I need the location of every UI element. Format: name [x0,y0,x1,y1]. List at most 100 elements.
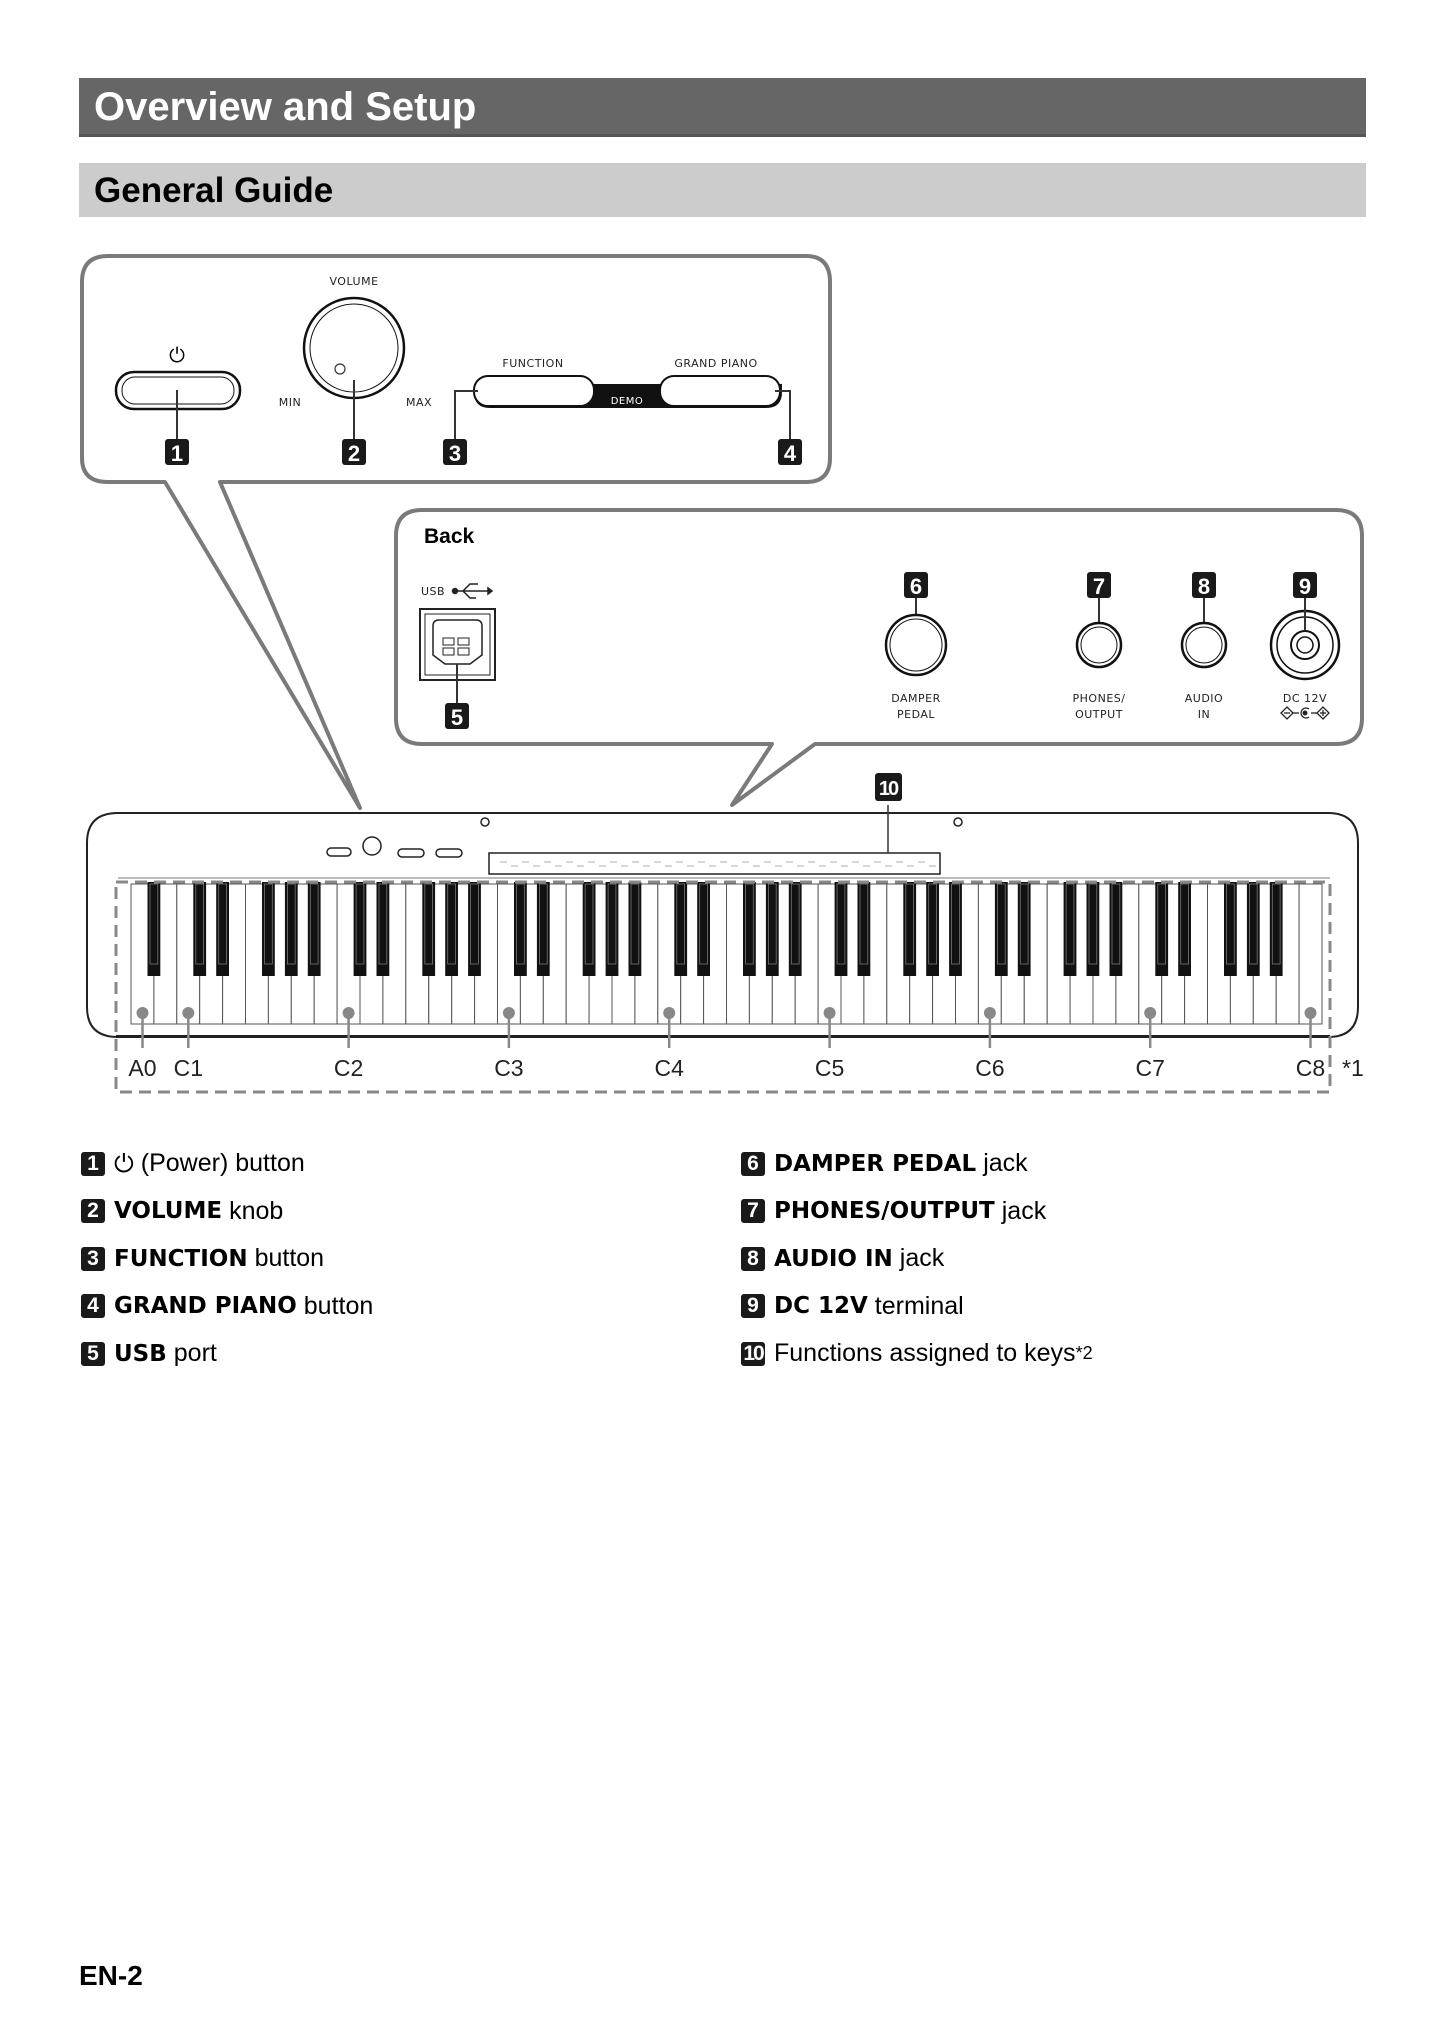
key-label: C3 [494,1055,523,1081]
callout-badge-9: 9 [1293,572,1317,599]
usb-port-illustration: USB 5 [419,583,496,730]
parts-list-item: 7 PHONES/OUTPUT jack [741,1188,1093,1236]
black-key [582,882,596,976]
svg-text:8: 8 [1198,574,1210,599]
black-key [628,882,642,976]
black-key [514,882,527,976]
parts-list-item: 5 USB port [81,1330,373,1378]
parts-list-item: 1 ⏻ (Power) button [81,1140,373,1188]
key-label: C1 [174,1055,203,1081]
parts-list-item: 3 FUNCTION button [81,1235,373,1283]
black-key [1086,882,1100,976]
audio-in-jack-illustration: 8 AUDIO IN [1180,572,1228,721]
svg-text:DAMPER: DAMPER [891,692,941,705]
black-key [605,882,619,976]
black-key [445,882,458,976]
parts-list-item: 4 GRAND PIANO button [81,1283,373,1331]
black-key [994,882,1008,976]
svg-text:7: 7 [1093,574,1105,599]
callout-badge-8: 8 [1192,572,1216,599]
black-key [1063,882,1077,976]
svg-text:3: 3 [449,441,461,466]
black-key [376,882,390,976]
polarity-icon [1280,706,1330,720]
key-label: C2 [334,1055,363,1081]
callout-badge-5: 5 [445,703,469,730]
black-key [1224,882,1237,976]
section-title: Overview and Setup [94,85,477,129]
page-number: EN-2 [79,1960,143,1991]
piano-diagram: ⏻ VOLUME MIN MAX FUNCTION GRAND PIANO DE… [80,254,1364,1094]
parts-list-item: 8 AUDIO IN jack [741,1235,1093,1283]
function-label: FUNCTION [502,357,563,370]
svg-text:DC 12V: DC 12V [1283,692,1327,705]
parts-list-item: 10 Functions assigned to keys *2 [741,1330,1093,1378]
svg-text:AUDIO: AUDIO [1185,692,1223,705]
black-key [1246,882,1260,976]
callout-badge-3: 3 [443,439,467,466]
black-key [1178,882,1191,976]
black-key [765,882,779,976]
parts-list-left: 1 ⏻ (Power) button 2 VOLUME knob 3 FUNCT… [81,1140,373,1378]
subsection-title: General Guide [94,171,334,210]
mini-control-panel [326,836,463,858]
subsection-header-bar: General Guide [79,163,1366,217]
callout-badge-2: 2 [342,439,366,466]
power-button-illustration: ⏻ [114,343,242,440]
piano-keys [130,882,1323,1025]
key-label: C7 [1135,1055,1164,1081]
svg-text:5: 5 [451,705,463,730]
svg-text:1: 1 [171,441,183,466]
min-label: MIN [279,396,301,409]
black-key [422,882,436,976]
svg-text:10: 10 [879,778,899,800]
black-key [284,882,298,976]
svg-text:2: 2 [348,441,360,466]
demo-label: DEMO [611,396,644,407]
black-key [1109,882,1123,976]
grand-piano-label: GRAND PIANO [674,357,757,370]
key-label: A0 [128,1055,156,1081]
power-icon: ⏻ [169,343,185,367]
black-key [307,882,321,976]
black-key [262,882,275,976]
usb-label: USB [421,585,445,598]
black-key [834,882,848,976]
volume-label: VOLUME [329,275,378,288]
key-function-strip: 10 [488,773,941,875]
callout-badge-7: 7 [1087,572,1111,599]
back-panel-callout: Back USB 5 6 DA [394,508,1364,807]
white-key [1298,883,1323,1025]
black-key [536,882,550,976]
key-label: C8 [1296,1055,1325,1081]
back-title: Back [424,525,475,548]
phones-output-jack-illustration: 7 PHONES/ OUTPUT [1073,572,1126,721]
black-key [903,882,917,976]
footnote-marker: *1 [1342,1055,1364,1081]
callout-badge-6: 6 [904,572,928,599]
black-key [193,882,207,976]
key-range-dashed-box [114,880,1332,1094]
black-key [1155,882,1169,976]
power-icon: ⏻ [114,1148,134,1178]
svg-text:4: 4 [784,441,797,466]
key-label: C4 [654,1055,684,1081]
parts-list-right: 6 DAMPER PEDAL jack 7 PHONES/OUTPUT jack… [741,1140,1093,1378]
black-key [216,882,229,976]
svg-text:6: 6 [910,574,922,599]
keyboard-body: 10 [86,773,1359,1038]
parts-list-item: 2 VOLUME knob [81,1188,373,1236]
svg-text:IN: IN [1198,708,1210,721]
key-label: C5 [815,1055,844,1081]
black-key [353,882,367,976]
black-key [697,882,710,976]
black-key [949,882,962,976]
svg-text:PHONES/: PHONES/ [1073,692,1126,705]
parts-list-item: 9 DC 12V terminal [741,1283,1093,1331]
black-key [926,882,939,976]
function-grandpiano-illustration: FUNCTION GRAND PIANO DEMO [454,357,791,440]
max-label: MAX [406,396,432,409]
front-panel-callout: ⏻ VOLUME MIN MAX FUNCTION GRAND PIANO DE… [80,254,832,810]
parts-list-item: 6 DAMPER PEDAL jack [741,1140,1093,1188]
